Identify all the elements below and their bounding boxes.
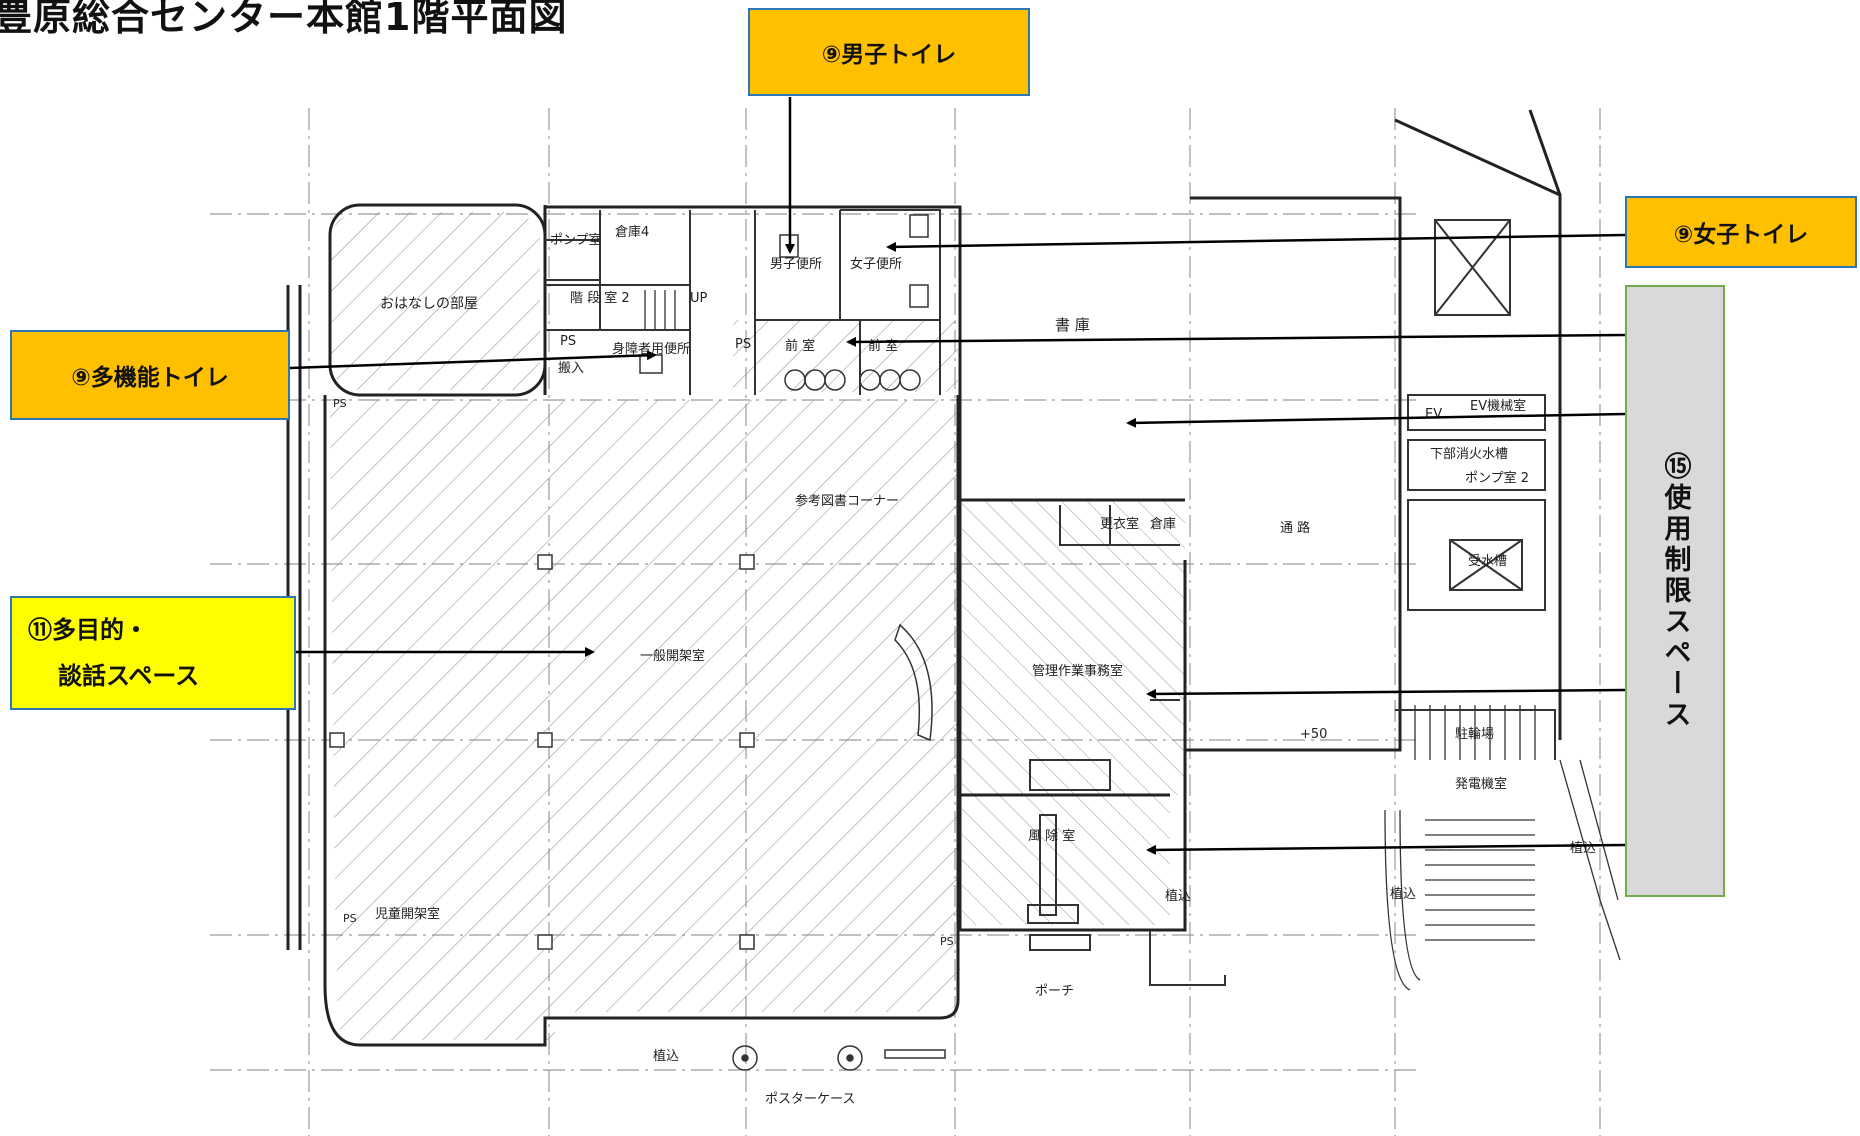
room-office: 管理作業事務室 (1032, 663, 1123, 679)
callout-arrows (289, 97, 1626, 855)
room-children: 児童開架室 (375, 906, 440, 922)
callout-female-toilet: ⑨女子トイレ (1625, 196, 1857, 268)
room-up: UP (690, 291, 708, 306)
room-ev-machine: EV機械室 (1470, 398, 1526, 414)
room-general: 一般開架室 (640, 648, 705, 664)
room-storage4: 倉庫4 (615, 225, 649, 240)
room-female: 女子便所 (850, 256, 902, 272)
callout-multipurpose-line2: 談話スペース (58, 662, 200, 690)
room-planting1: 植込 (1165, 889, 1191, 904)
callout-restricted: ⑮使用制限スペース (1625, 285, 1725, 897)
room-loading: 搬入 (558, 361, 584, 376)
room-stairs2: 階 段 室 2 (570, 290, 630, 306)
interior-walls (545, 209, 1556, 986)
room-lecture: 風 除 室 (1028, 828, 1075, 844)
room-planting3: 植込 (1570, 841, 1596, 856)
room-bike: 駐輪場 (1455, 726, 1494, 742)
room-care-toilet: 身障者用便所 (612, 341, 690, 357)
room-ohanashi: おはなしの部屋 (380, 296, 478, 312)
room-stacks: 書 庫 (1055, 316, 1090, 334)
callout-multi-toilet: ⑨多機能トイレ (10, 330, 290, 420)
walls (286, 109, 1562, 1047)
room-water-tank: 受水槽 (1468, 554, 1507, 569)
room-changing: 更衣室 (1100, 516, 1139, 532)
room-planting2: 植込 (1390, 887, 1416, 902)
room-ps2: PS (735, 337, 751, 352)
room-pump: ポンプ室 (550, 232, 602, 248)
room-ps4: PS (333, 397, 347, 410)
room-male: 男子便所 (770, 257, 822, 272)
callout-male-toilet: ⑨男子トイレ (748, 8, 1030, 96)
room-ev: EV (1425, 407, 1442, 422)
room-ante1: 前 室 (785, 338, 815, 354)
room-ps1: PS (560, 334, 576, 349)
room-planting4: 植込 (653, 1049, 679, 1064)
pillars (329, 554, 755, 950)
room-passage: 通 路 (1280, 520, 1310, 536)
room-storage: 倉庫 (1150, 517, 1176, 532)
room-porch: ポーチ (1035, 984, 1074, 999)
room-fire-pump: 下部消火水槽 (1430, 447, 1508, 462)
room-ps5: PS (343, 912, 357, 925)
callout-multipurpose: ⑪多目的・ 談話スペース (10, 596, 296, 710)
stairs (644, 290, 1621, 991)
room-pump2: ポンプ室 2 (1465, 470, 1529, 486)
room-generator: 発電機室 (1455, 776, 1507, 792)
page-title: 豊原総合センター本館1階平面図 (0, 0, 568, 39)
room-poster-case: ポスターケース (765, 1092, 855, 1107)
room-level: +50 (1300, 727, 1327, 742)
room-ps6: PS (940, 935, 954, 948)
room-labels: おはなしの部屋 ポンプ室 倉庫4 階 段 室 2 UP PS 搬入 身障者用便所… (333, 225, 1596, 1107)
room-reference: 参考図書コーナー (795, 493, 899, 509)
callout-multipurpose-line1: ⑪多目的・ (28, 616, 148, 644)
